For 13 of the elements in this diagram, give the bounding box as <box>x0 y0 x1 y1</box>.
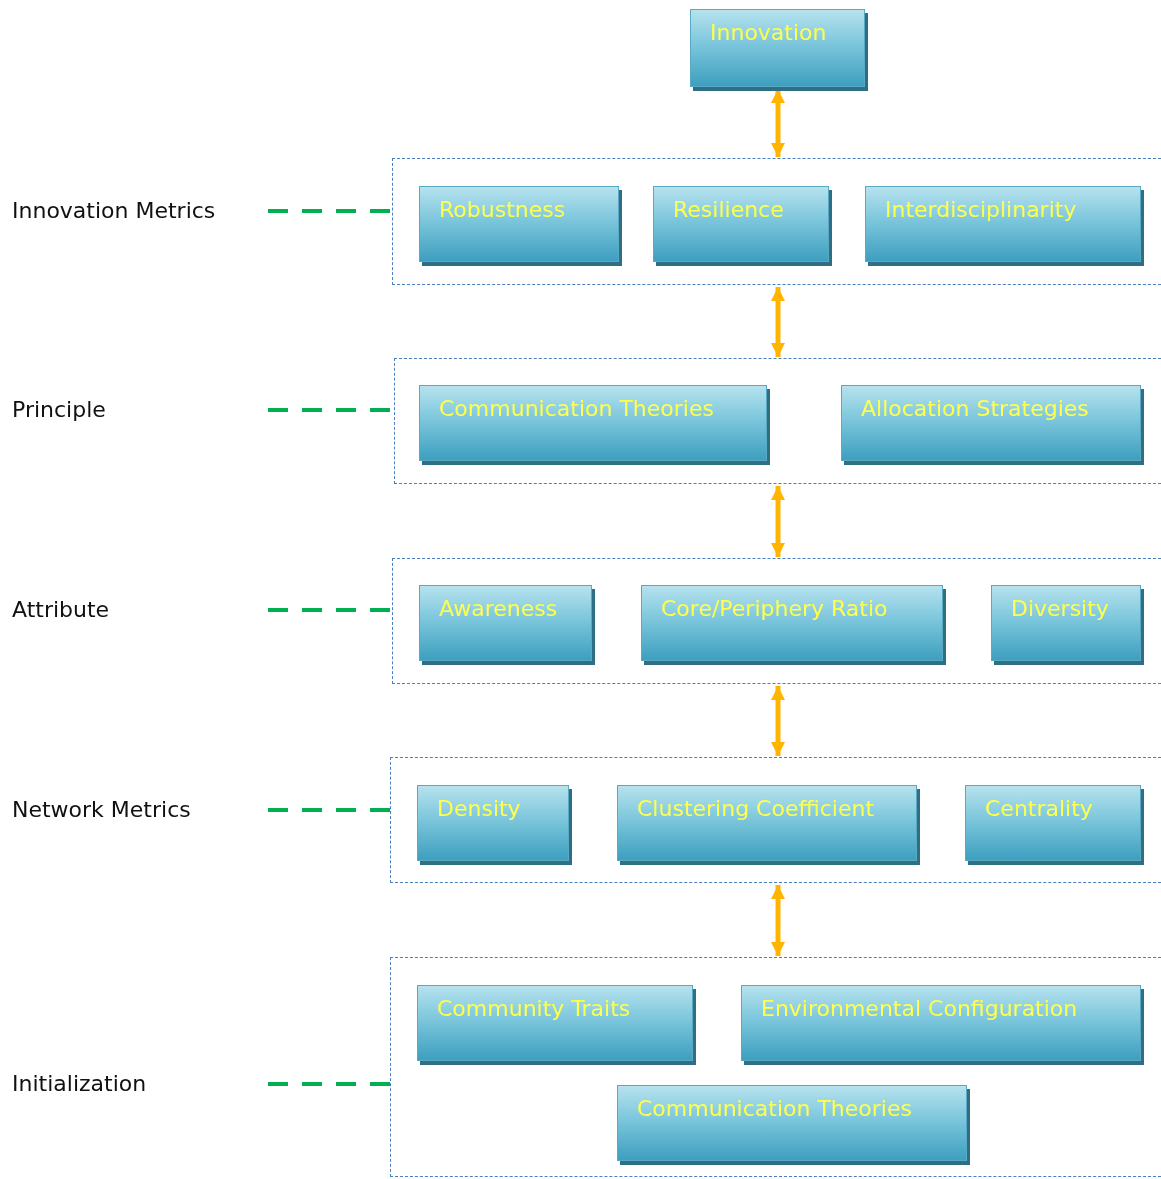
double-arrow <box>771 686 785 756</box>
dashed-group-frame <box>392 158 1161 285</box>
row-label: Initialization <box>12 1071 266 1097</box>
dashed-group-frame <box>394 358 1161 484</box>
row-label: Innovation Metrics <box>12 198 266 224</box>
dashed-group-frame <box>392 558 1161 684</box>
row-label: Network Metrics <box>12 797 266 823</box>
double-arrow <box>771 89 785 157</box>
dashed-group-frame <box>390 957 1161 1177</box>
double-arrow <box>771 287 785 357</box>
dashed-group-frame <box>390 757 1161 883</box>
double-arrow <box>771 885 785 956</box>
double-arrow <box>771 486 785 557</box>
